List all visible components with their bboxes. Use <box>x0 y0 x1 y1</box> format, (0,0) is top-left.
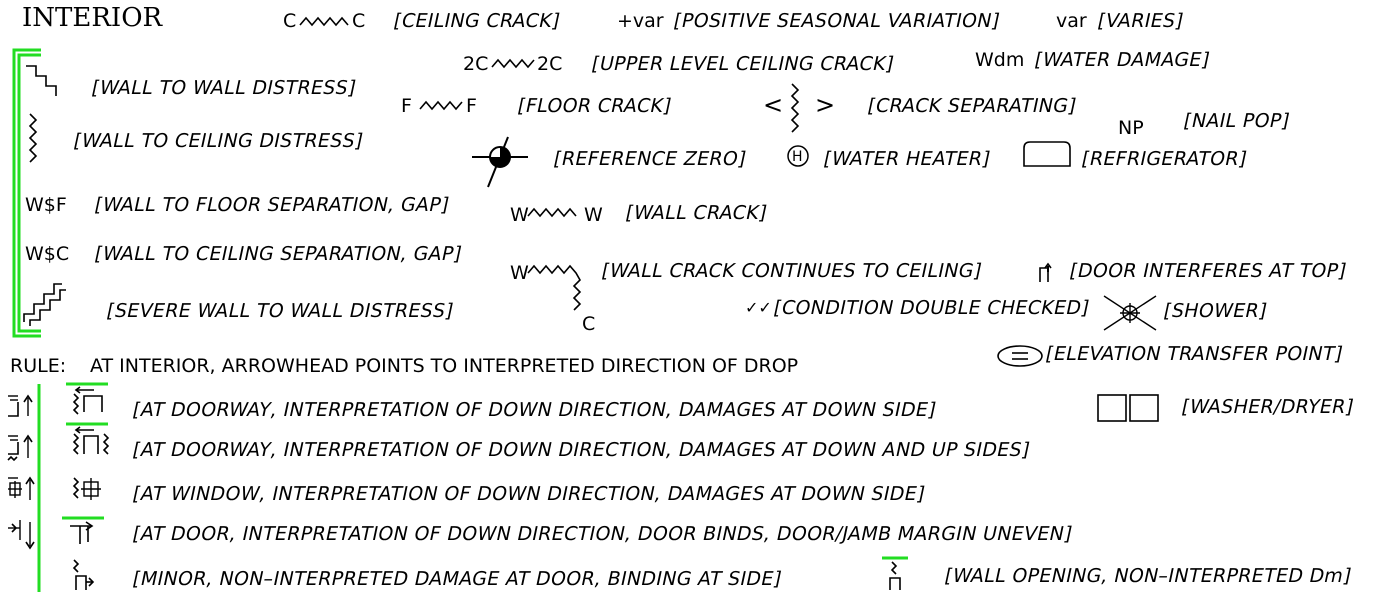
water-damage-code: Wdm <box>975 49 1025 71</box>
upper-ceiling-code: 2C <box>463 53 489 75</box>
washer-dryer-label: [WASHER/DRYER] <box>1179 396 1356 418</box>
page-title: INTERIOR <box>22 3 163 33</box>
rule-text: AT INTERIOR, ARROWHEAD POINTS TO INTERPR… <box>90 355 799 377</box>
window-down-icon <box>8 476 35 500</box>
floor-crack-code-end: F <box>466 95 477 117</box>
wall-to-ceiling-label: [WALL TO CEILING DISTRESS] <box>71 130 365 152</box>
rule-list-divider <box>37 384 41 592</box>
crack-separating-label: [CRACK SEPARATING] <box>865 95 1079 117</box>
wall-opening-label: [WALL OPENING, NON–INTERPRETED Dm] <box>942 565 1354 587</box>
zigzag-crack-icon <box>527 207 577 218</box>
severe-wall-distress-icon <box>23 283 66 326</box>
ceiling-crack-label: [CEILING CRACK] <box>391 10 562 32</box>
refrigerator-label: [REFRIGERATOR] <box>1079 148 1249 170</box>
severe-wall-label: [SEVERE WALL TO WALL DISTRESS] <box>104 300 456 322</box>
double-checked-label: [CONDITION DOUBLE CHECKED] <box>771 297 1092 319</box>
varies-label: [VARIES] <box>1095 10 1186 32</box>
positive-seasonal-label: [POSITIVE SEASONAL VARIATION] <box>671 10 1002 32</box>
wall-opening-icon <box>882 556 908 590</box>
wall-to-wall-distress-icon <box>26 65 57 96</box>
upper-ceiling-code-end: 2C <box>537 53 563 75</box>
water-heater-icon <box>787 145 809 167</box>
door-top-label: [DOOR INTERFERES AT TOP] <box>1067 260 1349 282</box>
water-heater-label: [WATER HEATER] <box>821 148 993 170</box>
window-damage-icon <box>72 477 101 500</box>
doorway-down-up-icon <box>7 434 33 462</box>
nail-pop-code: NP <box>1118 117 1144 139</box>
crack-sep-left: < <box>763 91 784 119</box>
zigzag-crack-icon <box>419 100 463 111</box>
refrigerator-icon <box>1023 141 1071 167</box>
elevation-transfer-label: [ELEVATION TRANSFER POINT] <box>1043 343 1345 365</box>
nail-pop-label: [NAIL POP] <box>1181 110 1292 132</box>
door-top-icon <box>1039 262 1052 282</box>
wall-crack-code-end: W <box>584 204 603 226</box>
wall-floor-sep-code: W$F <box>25 194 67 216</box>
rule-prefix: RULE: <box>10 355 67 377</box>
vertical-crack-icon <box>28 113 38 163</box>
rule-item: [AT DOORWAY, INTERPRETATION OF DOWN DIRE… <box>130 439 1032 461</box>
wall-ceiling-sep-code: W$C <box>25 243 70 265</box>
upper-ceiling-label: [UPPER LEVEL CEILING CRACK] <box>589 53 896 75</box>
rule-item: [AT WINDOW, INTERPRETATION OF DOWN DIREC… <box>130 483 927 505</box>
ceiling-crack-code: C <box>283 10 297 32</box>
wall-crack-ceiling-label: [WALL CRACK CONTINUES TO CEILING] <box>599 260 984 282</box>
varies-code: var <box>1056 10 1087 32</box>
floor-crack-label: [FLOOR CRACK] <box>515 95 674 117</box>
reference-zero-icon <box>472 136 528 188</box>
positive-seasonal-code: +var <box>617 10 664 32</box>
rule-item: [MINOR, NON–INTERPRETED DAMAGE AT DOOR, … <box>130 568 784 590</box>
wall-crack-ceiling-code: W <box>510 262 529 284</box>
door-binds-icon <box>8 520 35 550</box>
washer-dryer-icon <box>1097 394 1159 422</box>
wall-ceiling-sep-label: [WALL TO CEILING SEPARATION, GAP] <box>92 243 464 265</box>
door-binds-damage-icon <box>62 516 104 544</box>
wall-crack-label: [WALL CRACK] <box>623 202 769 224</box>
zigzag-crack-icon <box>299 16 349 27</box>
wall-to-wall-label: [WALL TO WALL DISTRESS] <box>89 77 358 99</box>
wall-floor-sep-label: [WALL TO FLOOR SEPARATION, GAP] <box>92 194 452 216</box>
rule-item: [AT DOORWAY, INTERPRETATION OF DOWN DIRE… <box>130 399 939 421</box>
wall-crack-code: W <box>510 204 529 226</box>
water-damage-label: [WATER DAMAGE] <box>1032 49 1212 71</box>
vertical-crack-icon <box>790 83 800 133</box>
elevation-transfer-icon <box>997 345 1043 367</box>
minor-door-damage-icon <box>72 559 95 590</box>
double-checked-code: ✓✓ <box>745 298 772 317</box>
zigzag-crack-icon <box>491 58 535 69</box>
water-heater-code: H <box>792 149 803 165</box>
floor-crack-code: F <box>401 95 412 117</box>
shower-icon <box>1103 295 1157 331</box>
doorway-damage-both-icon <box>66 422 110 455</box>
ceiling-crack-code-end: C <box>352 10 366 32</box>
wall-crack-ceiling-code-end: C <box>582 313 596 335</box>
distress-group-bracket <box>12 48 41 338</box>
reference-zero-label: [REFERENCE ZERO] <box>551 148 749 170</box>
doorway-down-icon <box>8 394 33 417</box>
crack-sep-right: > <box>815 91 836 119</box>
wall-crack-to-ceiling-icon <box>527 264 582 311</box>
shower-label: [SHOWER] <box>1161 300 1269 322</box>
rule-item: [AT DOOR, INTERPRETATION OF DOWN DIRECTI… <box>130 523 1075 545</box>
doorway-damage-icon <box>66 382 108 415</box>
